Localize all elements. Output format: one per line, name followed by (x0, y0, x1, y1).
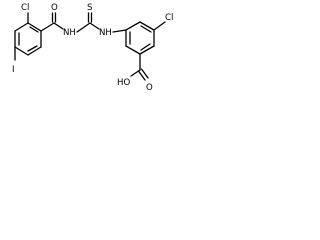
bond-thiocarbon-nh-right (89, 22, 100, 30)
atom-o-carbonyl: O (51, 3, 58, 13)
left-benzene-ring (14, 22, 42, 56)
atom-oh-acid: HO (117, 78, 130, 88)
bond-ring-cl-right (153, 21, 166, 31)
bond-nh-left-thiocarbon (76, 22, 91, 33)
bond-carboxyl-double-b (140, 68, 149, 79)
bond-carbonyl-nh-left (53, 22, 64, 30)
atom-nh-right: NH (99, 28, 112, 38)
right-benzene-ring (125, 21, 155, 55)
atom-o-acid: O (146, 83, 153, 93)
atom-iodine: I (12, 65, 15, 75)
bond-carboxyl-double-a (137, 70, 146, 81)
atom-cl-right: Cl (165, 13, 173, 23)
atom-s-thio: S (87, 3, 92, 13)
atom-nh-left: NH (63, 28, 76, 38)
chemical-structure-drawing: Cl I O NH S NH Cl HO O (12, 3, 173, 93)
atom-cl-left: Cl (21, 3, 29, 13)
bond-nh-right-ring (112, 29, 127, 33)
bond-ring-carbonyl (40, 22, 55, 32)
